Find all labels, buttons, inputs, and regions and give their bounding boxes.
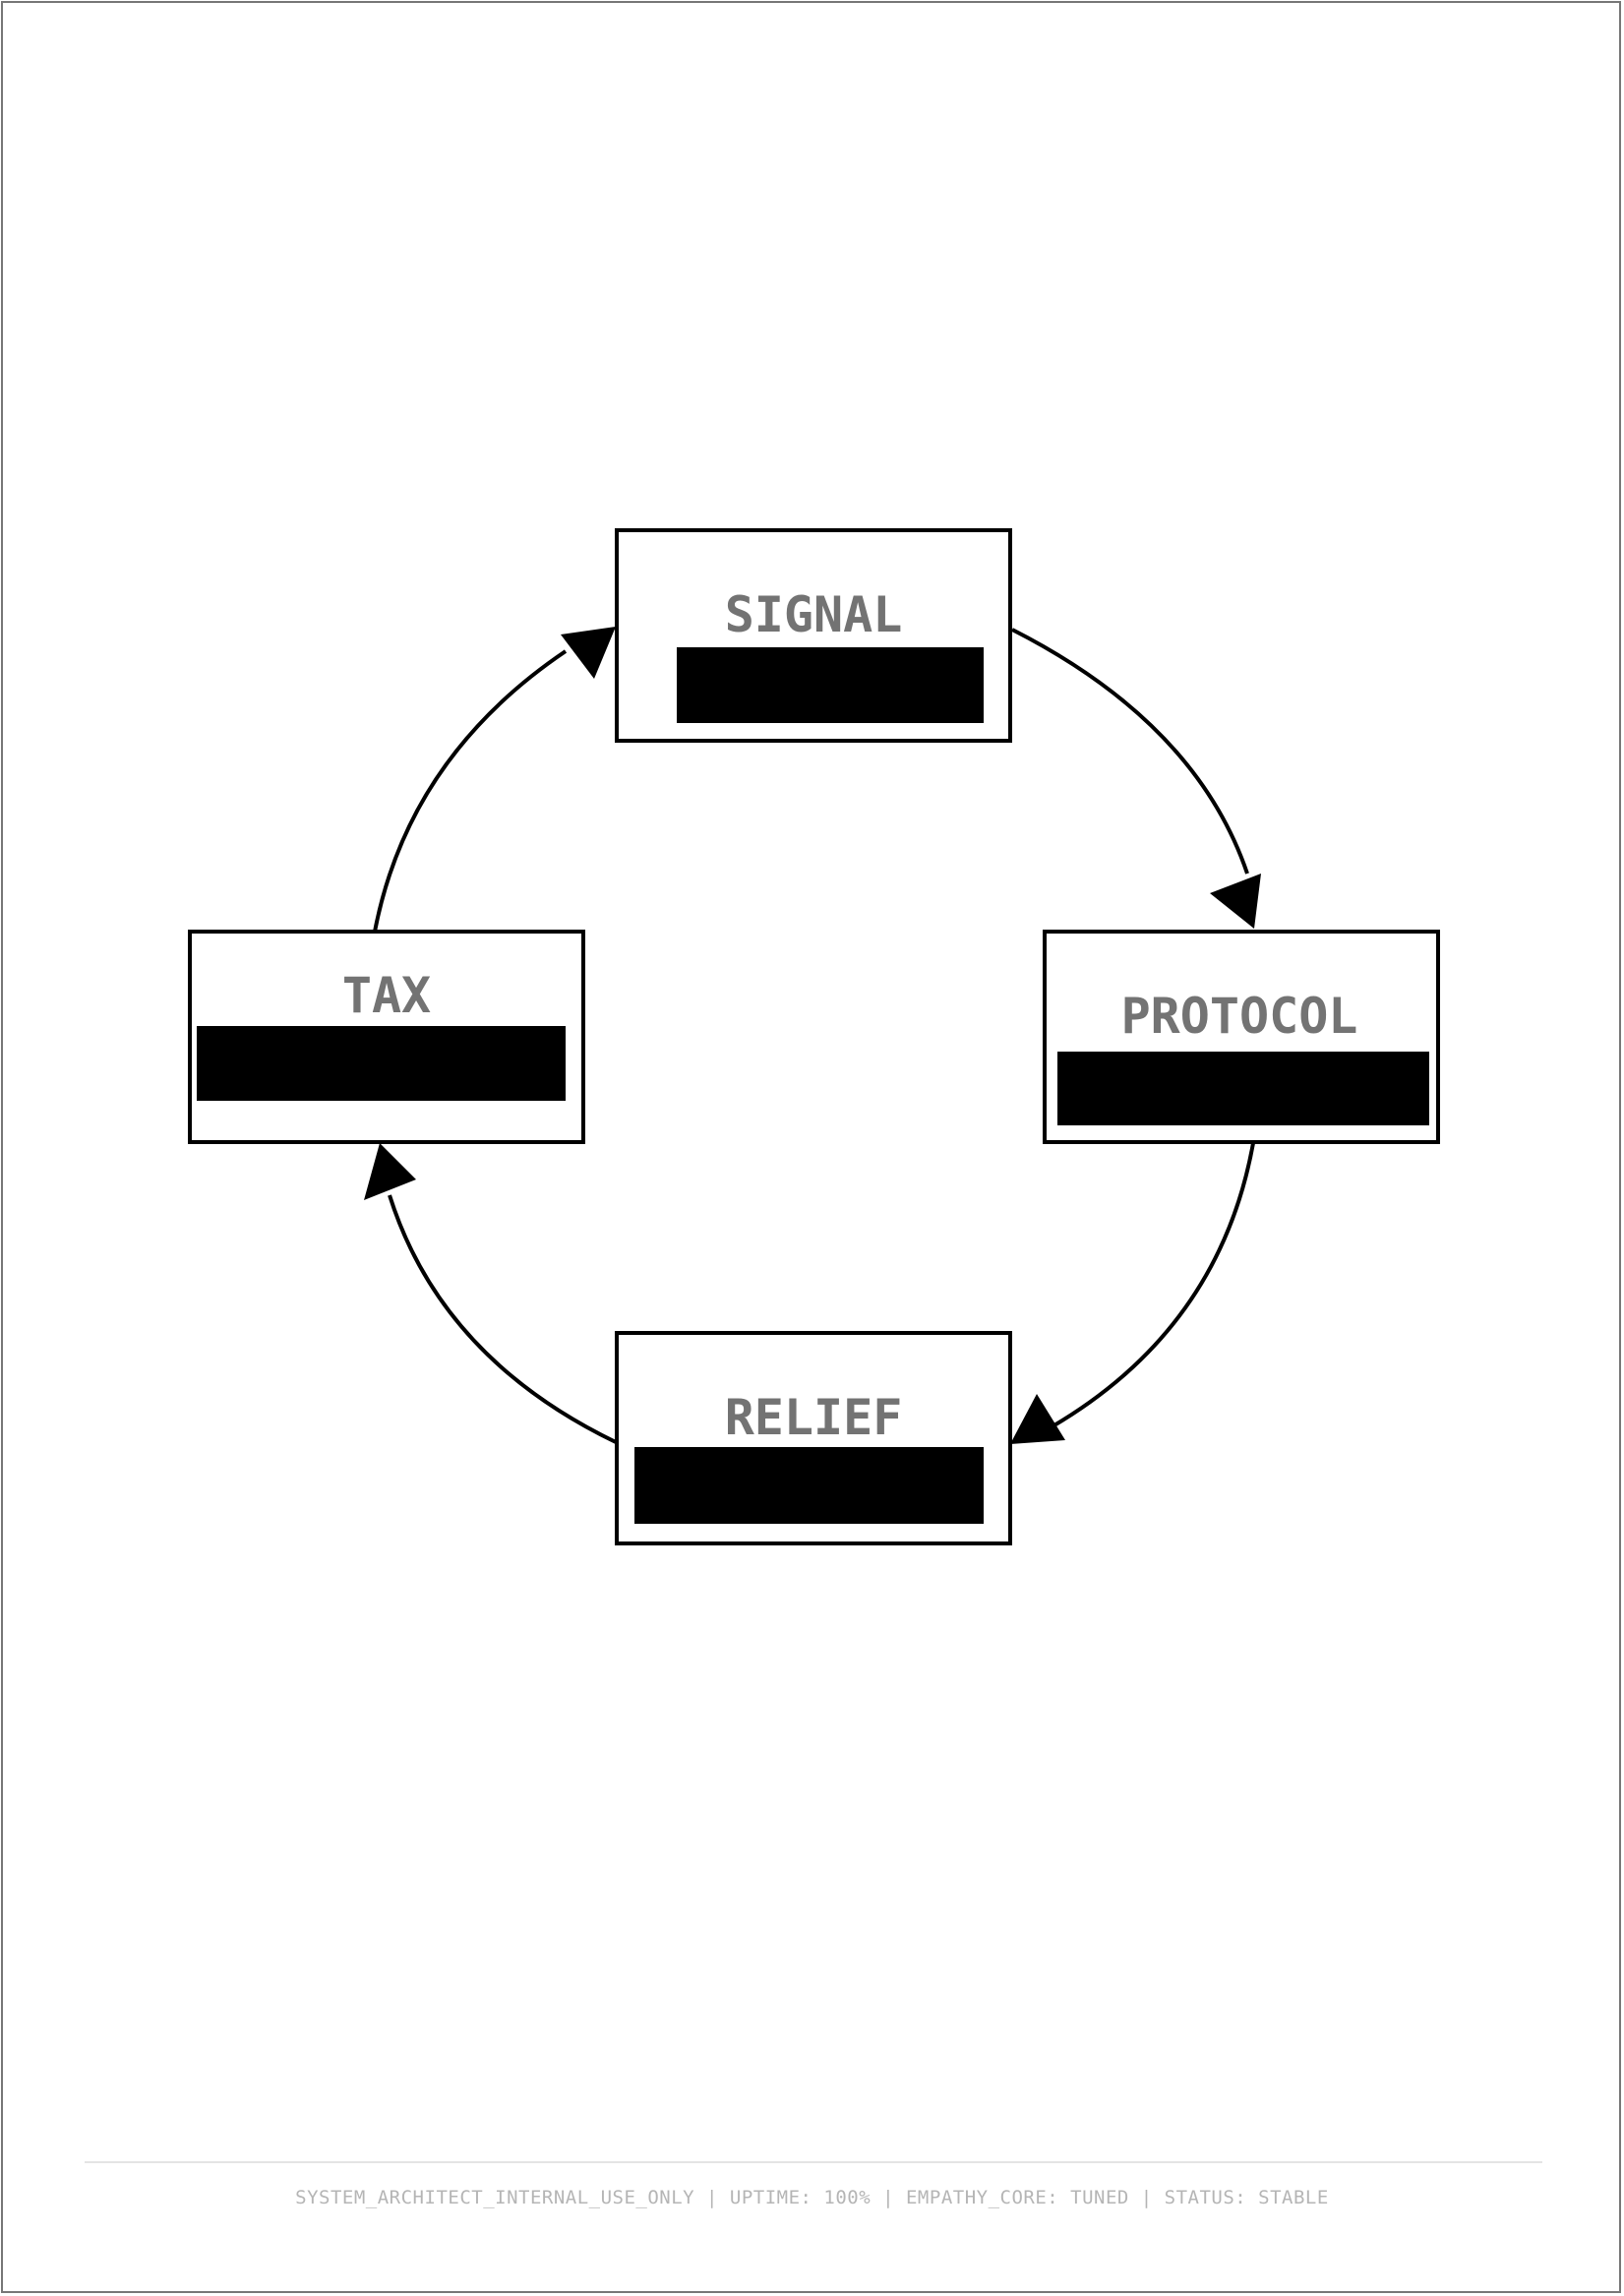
node-protocol-title: PROTOCOL: [1121, 988, 1358, 1045]
arrowhead-relief-to-tax-icon: [364, 1143, 416, 1200]
node-tax: TAX: [188, 930, 585, 1144]
edges: [364, 627, 1261, 1444]
node-signal-title: SIGNAL: [725, 586, 903, 643]
edge-tax-to-signal: [373, 649, 568, 933]
node-protocol-redaction: [1057, 1052, 1429, 1125]
node-relief-redaction: [634, 1447, 984, 1524]
node-relief: RELIEF: [615, 1331, 1012, 1545]
edge-protocol-to-relief: [1051, 1142, 1255, 1428]
arrowhead-tax-to-signal-icon: [561, 627, 616, 679]
footer-status-line: SYSTEM_ARCHITECT_INTERNAL_USE_ONLY | UPT…: [295, 2187, 1329, 2208]
node-protocol: PROTOCOL: [1043, 930, 1440, 1144]
arrowhead-signal-to-protocol-icon: [1210, 874, 1261, 929]
node-signal-redaction: [677, 647, 984, 723]
node-tax-title: TAX: [342, 967, 431, 1024]
node-tax-redaction: [197, 1026, 566, 1101]
arrowhead-protocol-to-relief-icon: [1010, 1394, 1065, 1444]
edge-signal-to-protocol: [1011, 628, 1249, 875]
footer-divider: [85, 2161, 1542, 2163]
edge-relief-to-tax: [388, 1194, 617, 1444]
node-signal: SIGNAL: [615, 528, 1012, 743]
node-relief-title: RELIEF: [725, 1389, 903, 1446]
